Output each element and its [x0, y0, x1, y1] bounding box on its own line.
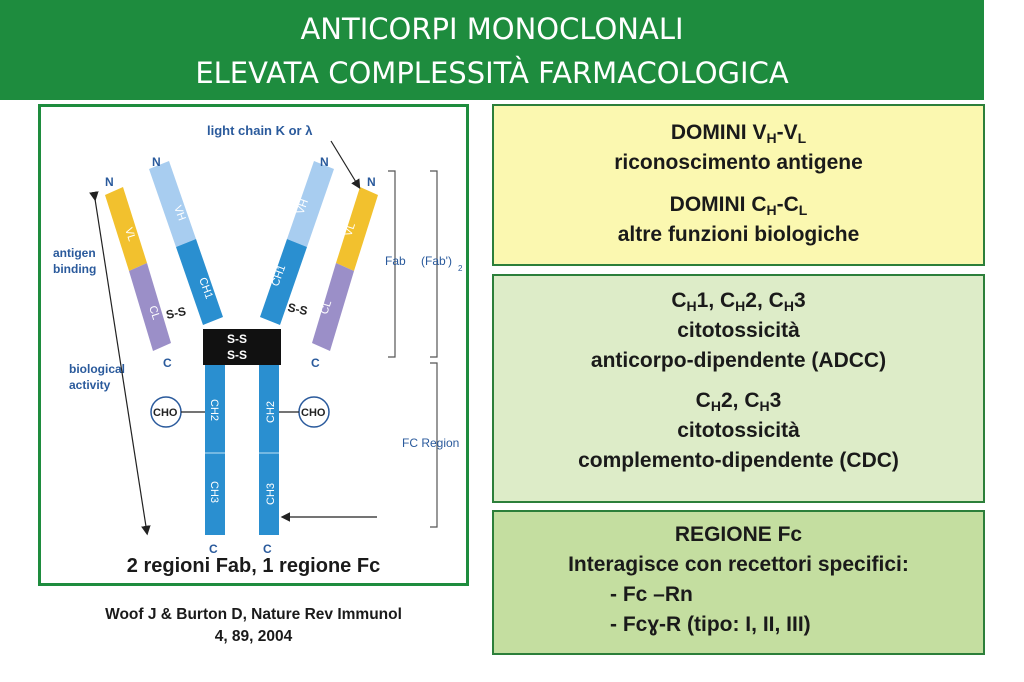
n-terminus-4: N [367, 175, 376, 189]
cho-right: CHO [301, 407, 326, 419]
cl-right-label: CL [318, 299, 334, 316]
domini-ch-cl: DOMINI CH-CL [669, 193, 808, 218]
domains-panel: DOMINI VH-VL riconoscimento antigene DOM… [492, 104, 985, 266]
antibody-figure: VH CH1 VL CL VH CH1 VL CL CH2 CH3 CH2 CH… [38, 104, 469, 586]
ss-right: S-S [286, 300, 308, 318]
ch3-right-label: CH3 [265, 483, 277, 505]
ch2-left [205, 365, 225, 453]
ch1-ch2-ch3-line: CH1, CH2, CH3 [671, 289, 806, 314]
slide-header: ANTICORPI MONOCLONALI ELEVATA COMPLESSIT… [0, 0, 984, 100]
c-terminus-1: C [163, 356, 172, 370]
ch2-left-label: CH2 [208, 399, 220, 421]
citotossicita-2: citotossicità [677, 419, 800, 442]
fc-interaction-text: Interagisce con recettori specifici: [568, 553, 909, 576]
fc-region-title: REGIONE Fc [674, 523, 803, 546]
hinge-region [203, 329, 281, 365]
fc-gamma-r-item: - Fcɣ-R (tipo: I, II, III) [610, 613, 811, 636]
c-terminus-3: C [209, 542, 218, 556]
antibody-diagram: VH CH1 VL CL VH CH1 VL CL CH2 CH3 CH2 CH… [53, 123, 463, 556]
adcc-text: anticorpo-dipendente (ADCC) [590, 349, 887, 372]
c-terminus-4: C [263, 542, 272, 556]
cl-right [312, 263, 354, 351]
biological-functions-text: altre funzioni biologiche [617, 223, 860, 246]
fc-region-panel: REGIONE Fc Interagisce con recettori spe… [492, 510, 985, 655]
ch2-right-label: CH2 [265, 401, 277, 423]
ss-hinge-bottom: S-S [227, 348, 247, 362]
n-terminus-3: N [320, 155, 329, 169]
ch2-ch3-line: CH2, CH3 [695, 389, 782, 414]
fc-rn-item: - Fc –Rn [610, 583, 693, 606]
cytotoxicity-panel: CH1, CH2, CH3 citotossicità anticorpo-di… [492, 274, 985, 503]
antigen-binding-label-1: antigen [53, 246, 96, 260]
fab-label: Fab [385, 254, 406, 268]
slide-title-line2: ELEVATA COMPLESSITÀ FARMACOLOGICA [195, 56, 789, 90]
fc-region-label: FC Region [402, 436, 459, 450]
slide-title-line1: ANTICORPI MONOCLONALI [300, 12, 684, 46]
citation-line1: Woof J & Burton D, Nature Rev Immunol [105, 606, 402, 623]
vl-right-label: VL [342, 221, 358, 238]
citotossicita-1: citotossicità [677, 319, 800, 342]
fab2-subscript: 2 [458, 264, 463, 273]
ch1-right [260, 239, 307, 325]
light-chain-label: light chain K or λ [207, 123, 313, 138]
ch3-left [205, 453, 225, 535]
antigen-recognition-text: riconoscimento antigene [614, 151, 863, 174]
ch3-left-label: CH3 [208, 481, 220, 503]
antigen-binding-label-2: binding [53, 262, 96, 276]
cdc-text: complemento-dipendente (CDC) [578, 449, 899, 472]
ch1-left [176, 239, 223, 325]
ch3-right [259, 453, 279, 535]
vh-right-label: VH [295, 198, 312, 217]
biological-activity-label-2: activity [69, 378, 111, 392]
domini-vh-vl: DOMINI VH-VL [670, 121, 807, 146]
biological-activity-label-1: biological [69, 362, 125, 376]
n-terminus-2: N [152, 155, 161, 169]
c-terminus-2: C [311, 356, 320, 370]
citation-line2: 4, 89, 2004 [214, 628, 293, 645]
fab2-label: (Fab') [421, 254, 452, 268]
vh-left [149, 161, 196, 247]
vh-right [287, 161, 334, 247]
ch2-right [259, 365, 279, 453]
ss-left: S-S [165, 304, 187, 322]
cho-left: CHO [153, 407, 178, 419]
vl-right [336, 187, 378, 271]
vh-left-label: VH [171, 204, 188, 223]
n-terminus-1: N [105, 175, 114, 189]
ss-hinge-top: S-S [227, 332, 247, 346]
figure-caption: 2 regioni Fab, 1 regione Fc [126, 555, 381, 577]
